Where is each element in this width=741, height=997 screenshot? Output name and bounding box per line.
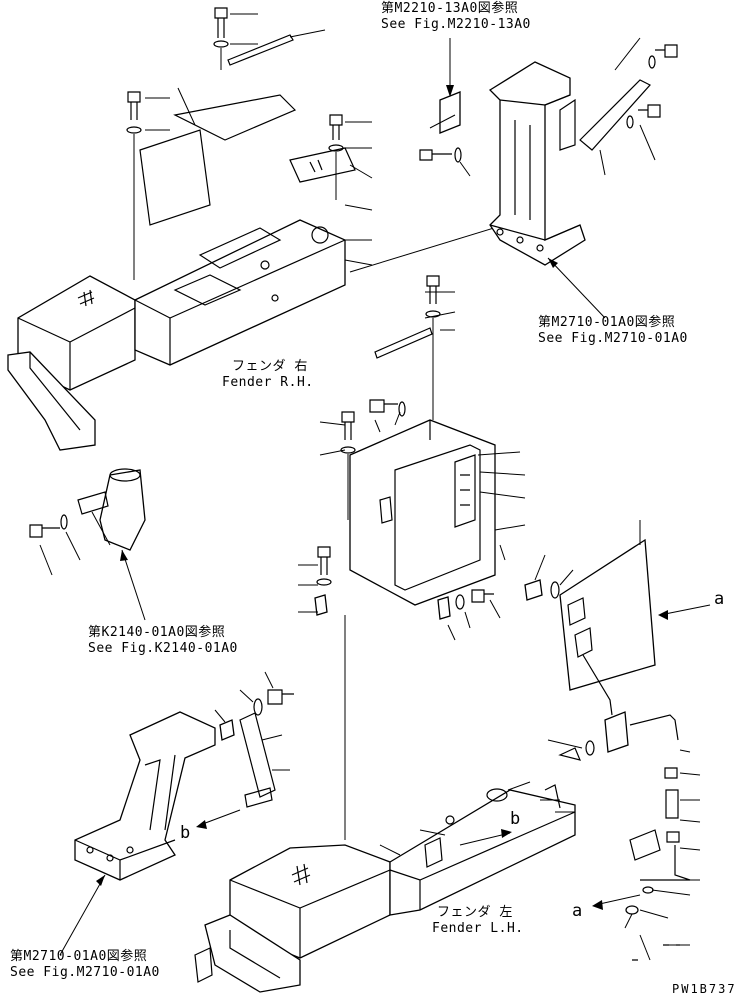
fig-m2210-jp-label: 第M2210-13A0図参照 [381, 1, 519, 16]
marker-b-left: b [180, 823, 191, 843]
fender-lh-jp-label: フェンダ 左 [437, 905, 513, 920]
fig-m2210-en-label: See Fig.M2210-13A0 [381, 17, 531, 32]
marker-a-upper: a [714, 589, 725, 609]
fender-lh-en-label: Fender L.H. [432, 921, 524, 936]
fender-rh-jp-label: フェンダ 右 [232, 359, 308, 374]
fender-rh-assembly [7, 7, 521, 451]
bottom-right-mark [632, 944, 680, 961]
side-plate-assembly [524, 520, 711, 961]
fender-rh-en-label: Fender R.H. [222, 375, 314, 390]
marker-a-lower: a [572, 901, 583, 921]
fig-m2710-upper-en-label: See Fig.M2710-01A0 [538, 331, 688, 346]
fig-k2140-jp-label: 第K2140-01A0図参照 [88, 625, 226, 640]
fig-m2710-lower-en-label: See Fig.M2710-01A0 [10, 965, 160, 980]
k2140-assembly [29, 468, 146, 621]
center-cover-assembly [298, 275, 526, 840]
marker-b-right: b [510, 809, 521, 829]
fig-m2710-lower-jp-label: 第M2710-01A0図参照 [10, 949, 148, 964]
fender-lh-assembly [194, 781, 576, 993]
lower-column-assembly [59, 671, 294, 956]
fig-k2140-en-label: See Fig.K2140-01A0 [88, 641, 238, 656]
drawing-code: PW1B737 [672, 982, 737, 996]
upper-column-assembly [419, 37, 678, 319]
fig-m2710-upper-jp-label: 第M2710-01A0図参照 [538, 315, 676, 330]
